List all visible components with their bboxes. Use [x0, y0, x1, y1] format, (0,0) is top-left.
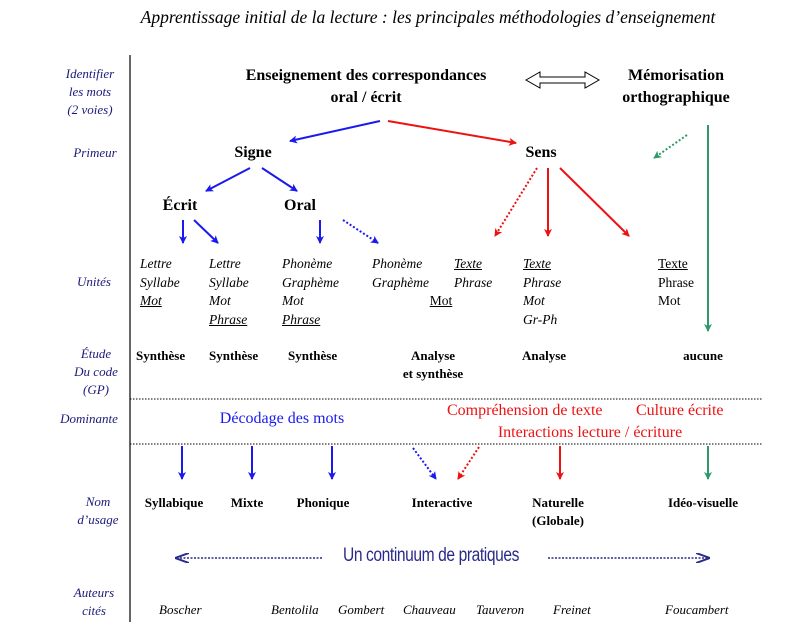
label-line: Étude [80, 346, 112, 361]
unit: Mot [658, 293, 681, 308]
author-freinet: Freinet [553, 602, 591, 617]
label-line: (2 voies) [67, 102, 113, 117]
arrow-interactive-red-dotted [457, 446, 480, 480]
label-line: d’usage [77, 512, 119, 527]
unit: Phrase [523, 274, 562, 290]
label-primeur: Primeur [73, 145, 117, 160]
unit: Gr-Ph [523, 311, 558, 327]
unit: Syllabe [140, 274, 180, 290]
etude-col1: Synthèse [136, 348, 186, 363]
arrow-sens-col7 [559, 167, 630, 237]
arrow-sens-col5-dotted [494, 167, 538, 237]
label-identifier: Identifier les mots (2 voies) [66, 65, 114, 119]
unit: Syllabe [209, 274, 249, 290]
heading-memorisation: Mémorisation orthographique [622, 65, 730, 109]
author-gombert: Gombert [338, 602, 385, 617]
unit: Lettre [140, 256, 172, 271]
unit: Texte [454, 256, 482, 271]
heading-line: orthographique [622, 89, 730, 106]
unit: Phonème [372, 256, 423, 271]
nom-syllabique: Syllabique [144, 495, 204, 510]
author-chauveau: Chauveau [403, 602, 456, 617]
arrow-interactive-blue-dotted [412, 447, 437, 480]
nom-ideo-visuelle: Idéo-visuelle [667, 495, 739, 510]
units-col2: Lettre Syllabe Mot Phrase [209, 255, 249, 329]
heading-line: Mémorisation [628, 67, 724, 84]
continuum-label: Un continuum de pratiques [343, 545, 519, 566]
nom-naturelle: Naturelle (Globale) [532, 494, 584, 530]
label-line: les mots [68, 84, 112, 99]
units-col4: Phonème Graphème [372, 255, 429, 292]
unit: Phrase [209, 311, 248, 327]
unit: Phonème [282, 256, 333, 271]
units-col5: Texte Phrase [454, 255, 492, 292]
unit: Mot [140, 293, 162, 308]
arrow-oral-col4-dotted [342, 219, 379, 244]
label-line: (GP) [83, 382, 109, 397]
arrow-ecrit-col2 [193, 219, 219, 244]
label-line: Identifier [65, 66, 115, 81]
etude-col6: Analyse [521, 348, 567, 363]
unit: Graphème [372, 274, 429, 290]
arrow-memorisation-dotted [653, 134, 688, 159]
heading-enseignement: Enseignement des correspondances oral / … [246, 65, 487, 109]
author-boscher: Boscher [159, 602, 202, 617]
nom-line: (Globale) [532, 513, 584, 528]
node-ecrit: Écrit [162, 197, 198, 214]
label-line: Auteurs [73, 585, 115, 600]
heading-line: oral / écrit [330, 89, 402, 106]
unit: Lettre [209, 256, 241, 271]
etude-col7: aucune [683, 348, 723, 363]
author-tauveron: Tauveron [476, 602, 525, 617]
node-signe: Signe [234, 144, 272, 161]
dominante-comprehension: Compréhension de texte [447, 402, 603, 419]
page-title: Apprentissage initial de la lecture : le… [140, 7, 716, 27]
node-oral: Oral [284, 197, 316, 214]
unit: Graphème [282, 274, 339, 290]
author-foucambert: Foucambert [665, 602, 729, 617]
unit: Phrase [454, 274, 493, 290]
label-nom: Nom d’usage [77, 493, 118, 529]
label-unites: Unités [77, 274, 111, 289]
label-line: Du code [74, 364, 118, 379]
etude-col3: Synthèse [288, 348, 338, 363]
arrow-to-ecrit [205, 167, 251, 192]
etude-line: Analyse [410, 348, 456, 363]
unit: Phrase [658, 274, 694, 290]
unit: Mot [523, 293, 545, 308]
nom-mixte: Mixte [230, 495, 264, 510]
units-col3: Phonème Graphème Mot Phrase [282, 255, 339, 329]
units-col7: Texte Phrase Mot [658, 255, 694, 311]
unit: Phrase [282, 311, 321, 327]
label-etude: Étude Du code (GP) [74, 345, 118, 399]
heading-line: Enseignement des correspondances [245, 67, 487, 84]
unit: Texte [523, 256, 551, 271]
arrow-to-oral [261, 167, 298, 192]
dominante-interactions: Interactions lecture / écriture [497, 424, 683, 441]
label-line: cités [82, 603, 106, 618]
unit-mot-shared: Mot [429, 293, 453, 308]
arrow-to-signe [289, 120, 381, 144]
etude-col4: Analyse et synthèse [403, 347, 463, 383]
arrow-to-sens [387, 120, 517, 146]
label-line: Nom [85, 494, 111, 509]
unit: Mot [282, 293, 304, 308]
nom-line: Naturelle [532, 495, 584, 510]
unit: Texte [658, 256, 688, 271]
unit: Mot [209, 293, 231, 308]
units-col1: Lettre Syllabe Mot [140, 255, 180, 311]
nom-interactive: Interactive [411, 495, 473, 510]
dominante-culture: Culture écrite [636, 402, 724, 419]
units-col6: Texte Phrase Mot Gr-Ph [523, 255, 561, 329]
label-dominante: Dominante [60, 411, 118, 426]
etude-col2: Synthèse [209, 348, 259, 363]
label-auteurs: Auteurs cités [74, 584, 114, 620]
author-bentolila: Bentolila [271, 602, 319, 617]
double-arrow-icon [524, 71, 601, 89]
etude-line: et synthèse [402, 366, 464, 381]
nom-phonique: Phonique [296, 495, 350, 510]
dominante-decodage: Décodage des mots [219, 410, 345, 427]
node-sens: Sens [525, 144, 557, 161]
